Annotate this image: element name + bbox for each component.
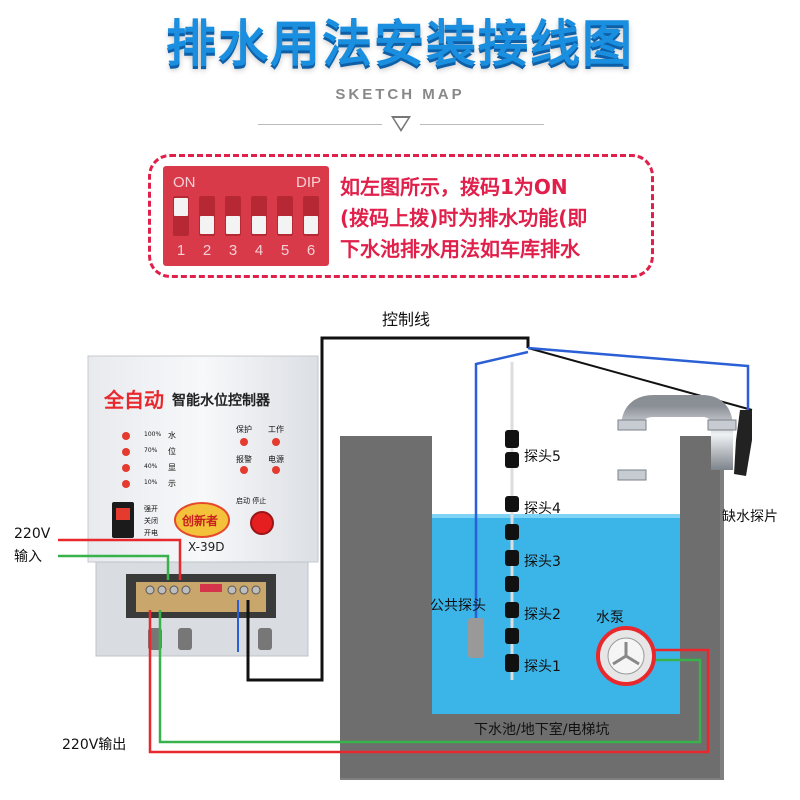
- pipe-joints: [617, 419, 737, 481]
- indicator-label: 电源: [268, 455, 284, 464]
- page-title: 排水用法安装接线图: [166, 15, 634, 73]
- dip-number: 3: [228, 242, 238, 259]
- pump-impeller: [612, 642, 640, 666]
- lack-water-probe-label: 缺水探片: [722, 509, 778, 525]
- input-word-label: 输入: [14, 549, 42, 565]
- terminal-screws: [145, 585, 261, 595]
- subtitle: SKETCH MAP: [335, 86, 465, 103]
- pcb-dip: [200, 584, 222, 592]
- probe-label-5: 探头5: [524, 449, 561, 465]
- indicator-label: 报警: [236, 455, 252, 464]
- level-label: 位: [168, 447, 176, 456]
- level-label: 显: [168, 463, 176, 472]
- water-surface: [432, 514, 680, 518]
- control-line-label: 控制线: [382, 310, 431, 329]
- pool-label: 下水池/地下室/电梯坑: [474, 722, 610, 738]
- indicator-label: 保护: [236, 425, 252, 434]
- wire-green-input: [58, 554, 170, 580]
- dip-switch-6: [303, 196, 319, 236]
- pump-label: 水泵: [596, 610, 624, 626]
- wire-red-output: [148, 610, 710, 754]
- lack-probe: [734, 410, 752, 476]
- wire-black-control: [246, 336, 530, 682]
- switch-label: 开电: [144, 529, 158, 537]
- output-220v-label: 220V输出: [62, 737, 127, 753]
- dip-switch-3: [225, 196, 241, 236]
- dip-number: 5: [280, 242, 290, 259]
- power-switch-rocker: [116, 508, 130, 520]
- controller-brand: 全自动: [104, 388, 164, 412]
- note-text: 如左图所示，拨码1为ON (拨码上拨)时为排水功能(即 下水池排水用法如车库排水: [340, 172, 652, 265]
- controller-model: X-39D: [188, 540, 225, 554]
- percent-label: 70%: [144, 447, 158, 454]
- controller-logo: 创新者: [182, 514, 219, 528]
- divider-right: [420, 124, 544, 125]
- note-line: 下水池排水用法如车库排水: [340, 237, 580, 261]
- level-leds: [122, 432, 130, 488]
- switch-label: 强开: [144, 505, 158, 513]
- wire-red-input: [58, 538, 182, 580]
- probe-label-4: 探头4: [524, 501, 561, 517]
- dip-switch-5: [277, 196, 293, 236]
- indicator-label: 工作: [268, 425, 284, 434]
- note-line: 如左图所示，拨码1为ON: [340, 175, 568, 199]
- percent-label: 100%: [144, 431, 162, 438]
- dip-number: 2: [202, 242, 212, 259]
- status-leds: [240, 438, 280, 474]
- dip-number: 4: [254, 242, 264, 259]
- common-probe: [468, 618, 484, 658]
- common-probe-label: 公共探头: [430, 598, 486, 614]
- button-label: 启动 停止: [236, 497, 267, 505]
- divider-left: [258, 124, 382, 125]
- level-label: 水: [168, 431, 176, 440]
- probe-label-2: 探头2: [524, 607, 561, 623]
- pit-outer: [340, 436, 720, 778]
- dip-dip-label: DIP: [295, 174, 321, 191]
- wire-blue-lack: [527, 346, 750, 410]
- dip-number: 1: [176, 242, 186, 259]
- start-stop-button: [250, 511, 274, 535]
- percent-label: 10%: [144, 479, 158, 486]
- controller-name: 智能水位控制器: [172, 393, 270, 409]
- wire-green-output: [158, 610, 702, 744]
- dip-on-label: ON: [173, 174, 196, 191]
- probe-label-1: 探头1: [524, 659, 561, 675]
- logo-badge: [174, 502, 230, 538]
- note-box: [148, 154, 654, 278]
- note-line: (拨码上拨)时为排水功能(即: [340, 206, 588, 230]
- wire-blue-common: [474, 350, 529, 620]
- switch-label: 关闭: [144, 517, 158, 525]
- probe-string: [505, 430, 519, 672]
- dip-switch-2: [199, 196, 215, 236]
- dip-switch-4: [251, 196, 267, 236]
- percent-label: 40%: [144, 463, 158, 470]
- cable-glands: [148, 628, 272, 650]
- level-label: 示: [168, 479, 176, 488]
- dip-number: 6: [306, 242, 316, 259]
- down-triangle-icon: [391, 116, 411, 132]
- dip-switch-1: [173, 196, 189, 236]
- probe-label-3: 探头3: [524, 554, 561, 570]
- dip-switch-image: ON DIP 1 2 3 4 5 6: [163, 166, 329, 266]
- input-220v-label: 220V: [14, 526, 51, 542]
